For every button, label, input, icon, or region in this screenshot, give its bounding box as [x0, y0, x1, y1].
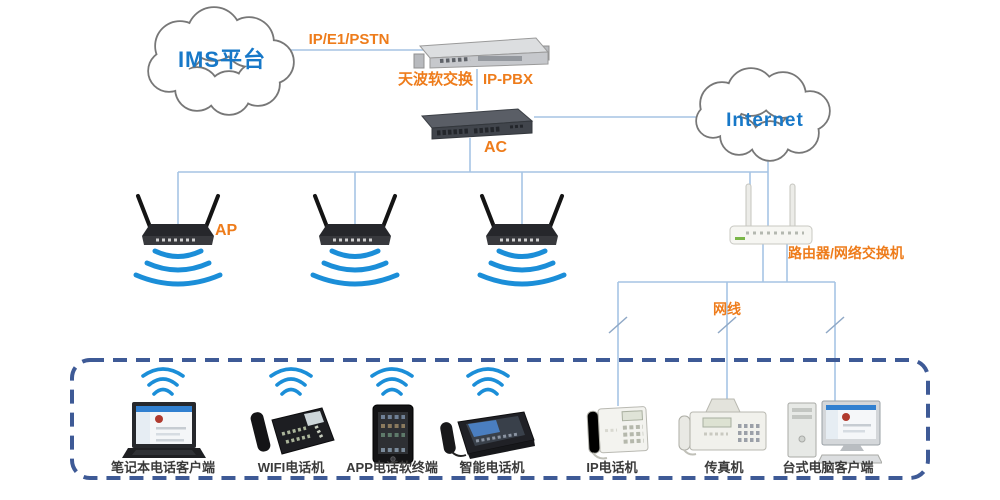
internet-cloud-icon	[695, 67, 831, 162]
app-terminal-label: APP电话软终端	[346, 460, 438, 475]
fax-device	[676, 394, 774, 458]
switch-icon	[420, 108, 534, 140]
ims-cloud-label: IMS平台	[177, 47, 267, 72]
desk-phone-icon	[586, 406, 649, 460]
fax-label: 传真机	[704, 460, 744, 475]
pbx-name-label: 天波软交换	[397, 71, 473, 88]
terminal-wifi-waves-icon	[141, 367, 510, 396]
desk-phone-icon	[250, 407, 335, 455]
wireless-ap-icon	[136, 194, 220, 245]
ap-device-2	[307, 192, 403, 256]
internet-cloud-label: Internet	[726, 110, 804, 131]
desktop-label: 台式电脑客户端	[782, 460, 874, 475]
trunk-link-label: IP/E1/PSTN	[308, 31, 390, 48]
ip-pbx-server	[410, 34, 552, 74]
wifi-phone-label: WIFI电话机	[257, 460, 325, 475]
ap-wifi-waves-icon	[133, 248, 567, 287]
smart-phone-device	[438, 408, 536, 462]
desktop-client	[778, 397, 883, 467]
pbx-type-label: IP-PBX	[483, 71, 534, 88]
network-link-lines	[177, 49, 836, 406]
ap-device-1	[130, 192, 226, 256]
rack-server-icon	[413, 37, 550, 69]
ac-label: AC	[484, 139, 508, 156]
ip-phone-device	[583, 400, 653, 462]
laptop-icon	[122, 402, 206, 458]
tablet-icon	[372, 404, 414, 464]
ap-label: AP	[215, 222, 238, 239]
wifi-phone-device	[248, 402, 336, 462]
ip-phone-label: IP电话机	[586, 460, 638, 475]
ac-switch	[412, 106, 538, 144]
laptop-client	[122, 400, 206, 462]
app-tablet-device	[371, 404, 415, 466]
lan-group-dashed-border	[70, 358, 930, 480]
cable-tick-marks	[608, 316, 845, 334]
smart-phone-label: 智能电话机	[459, 460, 525, 475]
wireless-ap-icon	[313, 194, 397, 245]
ap-device-3	[474, 192, 570, 256]
fax-icon	[678, 398, 767, 456]
desktop-computer-icon	[787, 400, 883, 464]
router-label: 路由器/网络交换机	[788, 245, 904, 261]
cable-label: 网线	[713, 301, 741, 317]
ims-cloud-icon	[147, 6, 295, 116]
router-icon	[729, 183, 813, 245]
laptop-label: 笔记本电话客户端	[110, 460, 216, 475]
router-device	[724, 178, 816, 250]
wireless-ap-icon	[480, 194, 564, 245]
video-phone-icon	[440, 411, 535, 459]
